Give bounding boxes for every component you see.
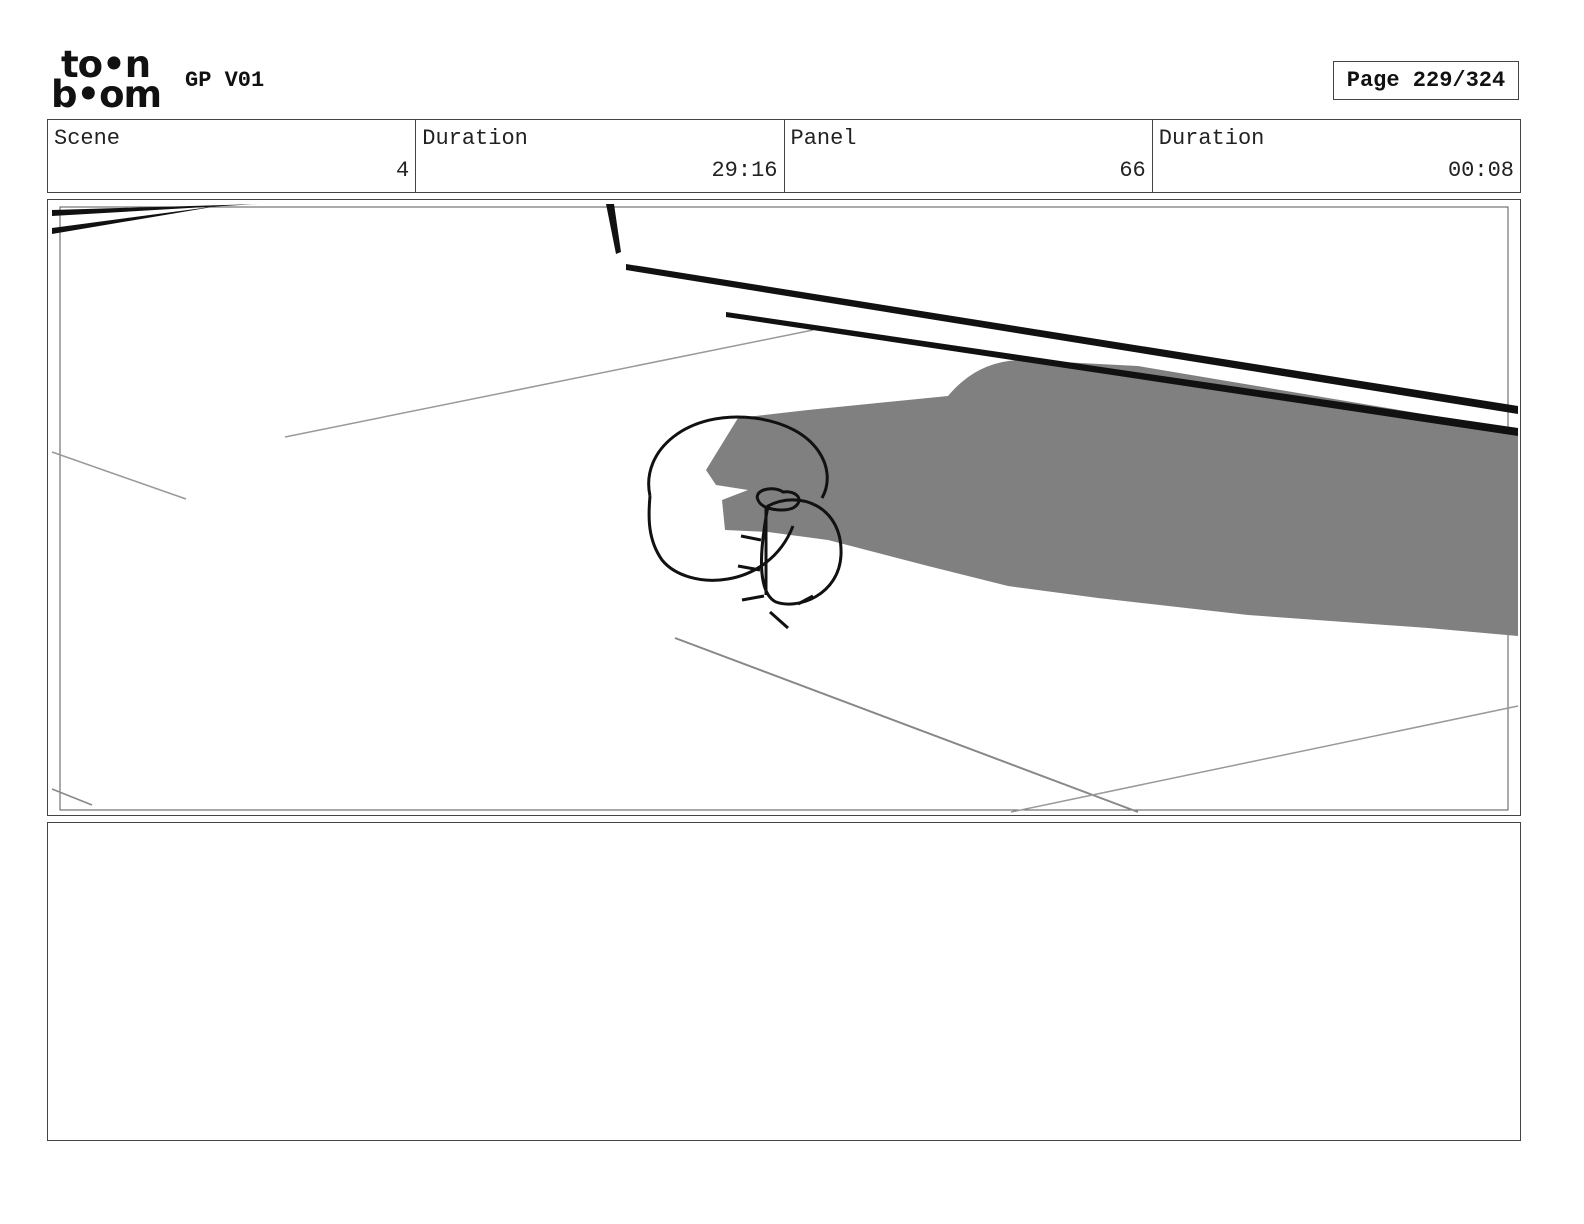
scene-label: Scene [54, 126, 121, 151]
furniture-edge [52, 204, 258, 216]
character-leg [769, 610, 789, 630]
panel-notes-box[interactable] [47, 822, 1521, 1141]
logo-line-1: to•n [61, 43, 151, 86]
scene-duration-cell: Duration 29:16 [416, 120, 785, 192]
character-face [755, 487, 801, 512]
scene-value: 4 [396, 158, 410, 183]
panel-duration-label: Duration [1158, 126, 1265, 151]
character-leg [740, 534, 762, 542]
floor-line [284, 329, 814, 438]
cast-shadow [706, 360, 1518, 636]
character-leg [797, 594, 814, 606]
panel-info-table: Scene 4 Duration 29:16 Panel 66 Duration… [47, 119, 1521, 193]
panel-duration-value: 00:08 [1447, 158, 1514, 183]
scene-duration-value: 29:16 [711, 158, 778, 183]
toonboom-logo: to•n b•om [51, 46, 163, 116]
scene-duration-label: Duration [422, 126, 528, 151]
floor-line [51, 451, 187, 500]
scene-cell: Scene 4 [48, 120, 417, 192]
panel-label: Panel [790, 126, 857, 151]
floor-line [51, 788, 93, 806]
character-leg [741, 594, 765, 602]
furniture-edge [726, 312, 1518, 436]
floor-line [674, 637, 1139, 813]
storyboard-panel [47, 199, 1521, 816]
logo-line-2: b•om [51, 73, 162, 116]
panel-value: 66 [1119, 158, 1146, 183]
character-head [759, 498, 843, 606]
furniture-edge [626, 264, 1518, 414]
page-indicator: Page 229/324 [1333, 61, 1519, 100]
project-title: GP V01 [185, 68, 265, 93]
floor-line [1010, 705, 1519, 813]
panel-duration-cell: Duration 00:08 [1153, 120, 1520, 192]
furniture-leg [606, 204, 621, 254]
panel-cell: Panel 66 [785, 120, 1153, 192]
character-leg [737, 564, 761, 572]
panel-sketch [51, 204, 1519, 813]
furniture-edge [52, 206, 218, 234]
